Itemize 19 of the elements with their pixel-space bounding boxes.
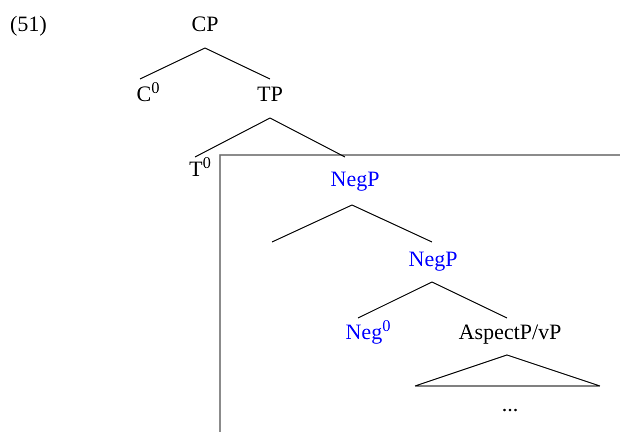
node-label: TP: [257, 80, 283, 108]
tree-branch: [352, 204, 432, 242]
node-label: CP: [192, 10, 218, 38]
node-label: Neg$^{0}$: [346, 318, 390, 346]
tree-branch: [270, 118, 346, 158]
node-label: C$^{0}$: [136, 80, 160, 108]
node-label: NegP: [408, 245, 458, 272]
node-label: ...: [502, 390, 518, 418]
tree-branch: [204, 48, 270, 80]
tree-branch: [194, 118, 270, 158]
tree-branch: [140, 48, 206, 80]
node-label: AspectP/vP: [458, 318, 562, 346]
triangle-roof: [414, 354, 601, 387]
node-label: NegP: [330, 165, 380, 192]
tree-branch: [272, 204, 352, 242]
tree-branch: [358, 282, 432, 318]
example-number: (51): [10, 10, 47, 38]
node-label: T$^{0}$: [189, 155, 211, 182]
tree-branch: [432, 282, 508, 318]
